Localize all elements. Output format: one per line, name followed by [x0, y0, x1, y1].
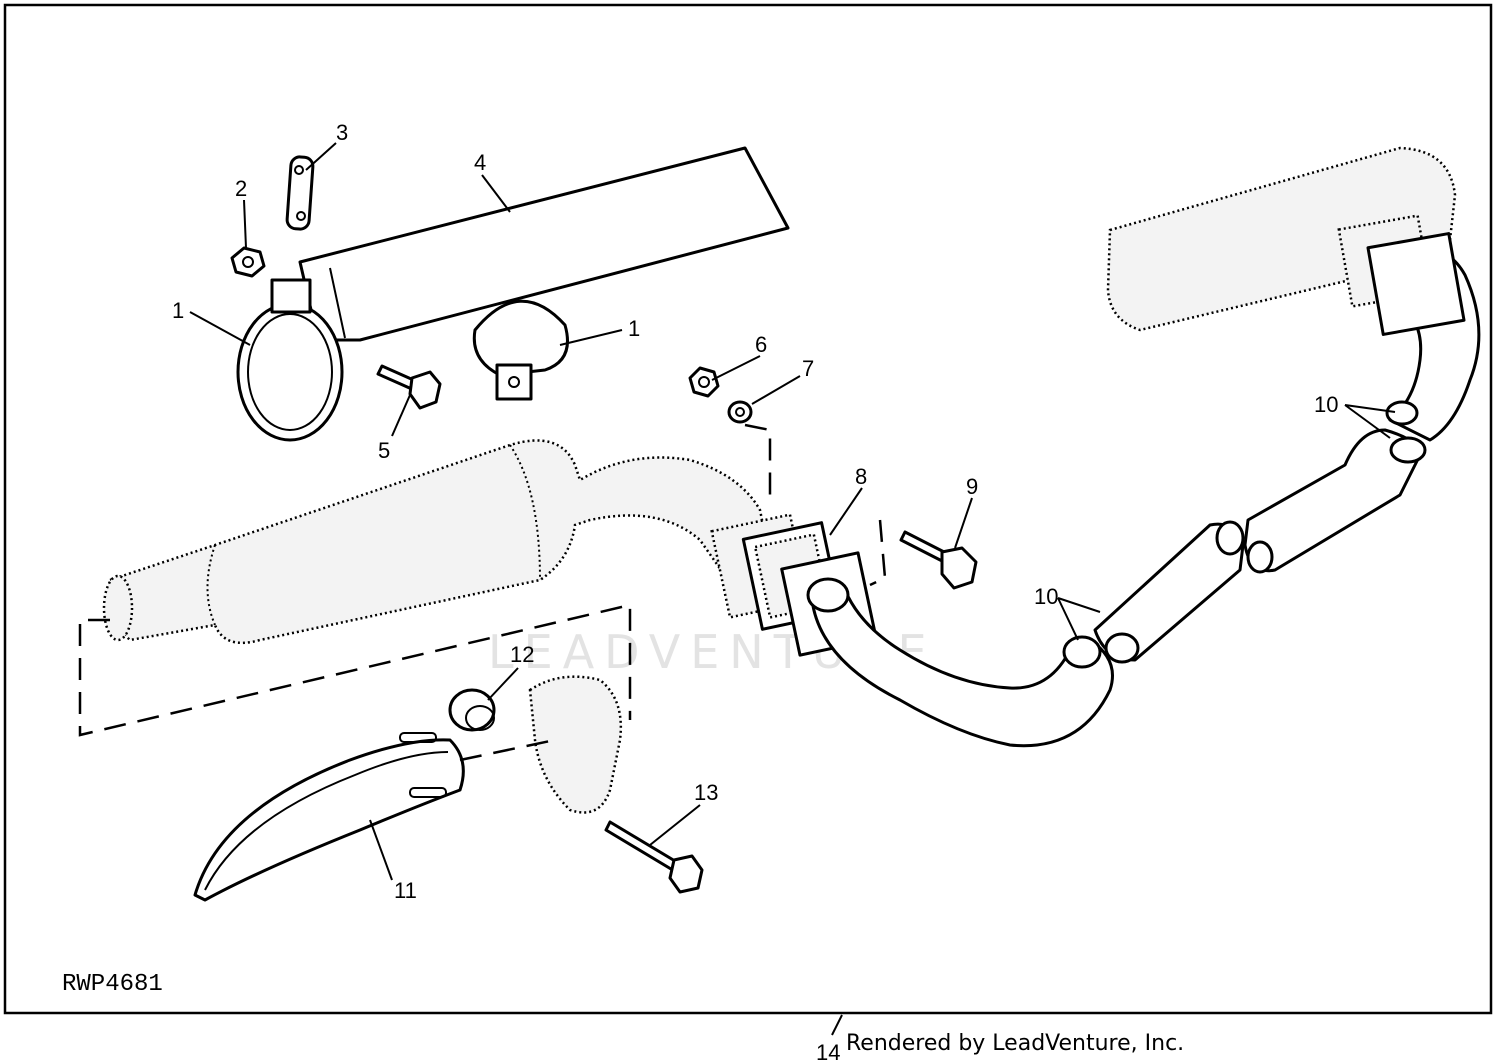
tailpipe-11 — [193, 732, 465, 902]
muffler-clamp-right — [472, 299, 569, 401]
engine-manifold — [1106, 146, 1466, 336]
callout-8: 8 — [855, 464, 867, 489]
strap-3 — [285, 155, 315, 231]
callout-2: 2 — [235, 176, 247, 201]
callout-10-lower: 10 — [1034, 584, 1058, 609]
leader-lines — [189, 142, 1396, 1036]
bolt-13 — [604, 820, 704, 894]
alignment-lines-flange — [744, 423, 772, 505]
callout-4: 4 — [474, 150, 486, 175]
bolt-9 — [899, 530, 978, 590]
nut-2 — [230, 246, 266, 278]
callout-9: 9 — [966, 474, 978, 499]
pipe-segment-middle — [1093, 520, 1245, 664]
callout-6: 6 — [755, 332, 767, 357]
spacer-12 — [448, 688, 496, 732]
callout-3: 3 — [336, 120, 348, 145]
nut-6 — [688, 366, 720, 398]
callout-12: 12 — [510, 642, 534, 667]
exhaust-pipe — [806, 577, 1114, 748]
alignment-lines — [78, 603, 632, 737]
callout-11: 11 — [394, 878, 417, 903]
callout-7: 7 — [802, 356, 814, 381]
diagram-border — [3, 3, 1493, 1015]
muffler — [102, 439, 772, 645]
callout-14: 14 — [816, 1040, 840, 1064]
callout-5: 5 — [378, 438, 390, 463]
bracket — [528, 675, 622, 814]
drawing-code: RWP4681 — [62, 971, 163, 998]
callout-1-left: 1 — [172, 298, 184, 323]
callout-13: 13 — [694, 780, 718, 805]
callout-10-upper: 10 — [1314, 392, 1338, 417]
bolt-5 — [376, 364, 442, 410]
alignment-lines-tailpipe — [459, 738, 556, 762]
muffler-clamp-left — [236, 278, 344, 442]
pipe-segment-upper — [1243, 428, 1427, 574]
washer-7 — [727, 400, 753, 424]
credit-line: Rendered by LeadVenture, Inc. — [846, 1031, 1184, 1056]
alignment-lines-bolt — [869, 519, 887, 587]
callout-1-right: 1 — [628, 316, 640, 341]
